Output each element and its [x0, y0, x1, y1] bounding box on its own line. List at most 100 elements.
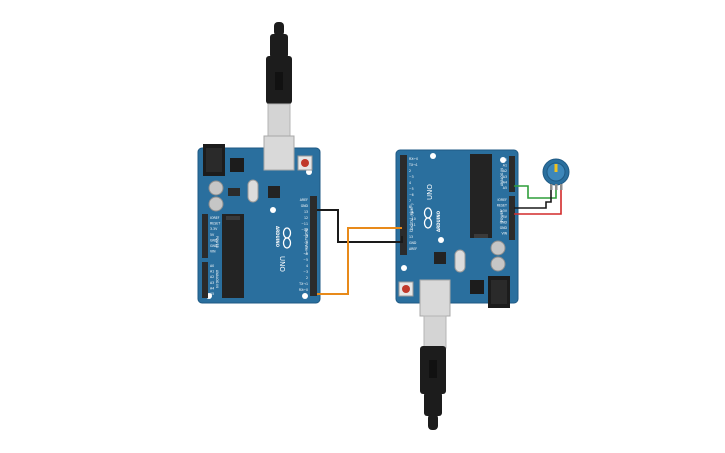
pin-label: RX←0 — [409, 157, 418, 161]
mounting-hole — [430, 153, 436, 159]
model-text: UNO — [426, 184, 434, 200]
wire-green[interactable] — [514, 185, 557, 199]
pin-label: AREF — [409, 247, 417, 251]
usb-cable-bottom[interactable] — [420, 315, 447, 430]
pot-pin — [555, 184, 558, 190]
power-jack-inner — [491, 280, 507, 304]
pin-label: A2 — [210, 275, 214, 279]
crystal-oscillator — [247, 179, 259, 203]
pin-label: VIN — [210, 250, 216, 254]
pin-label: 8 — [306, 240, 308, 244]
atmega-chip — [222, 214, 244, 298]
pin-label: ~3 — [303, 270, 308, 274]
chip-notch — [474, 234, 488, 238]
pin-label: ~10 — [409, 217, 416, 221]
pin-label: A3 — [503, 175, 507, 179]
analog-header — [202, 262, 208, 298]
pin-label: 3.3V — [210, 227, 218, 231]
pin-label: IOREF — [497, 198, 507, 202]
model-text: UNO — [278, 256, 286, 272]
pin-label: ~9 — [303, 234, 308, 238]
mounting-hole — [500, 157, 506, 163]
usb-chip — [268, 186, 280, 198]
arduino-uno-left[interactable]: ARDUINO UNO DIGITAL (PWM~) POWER ANALOG … — [197, 135, 321, 304]
pin-label: ~11 — [301, 222, 308, 226]
pot-pin — [560, 184, 563, 190]
usb-plug-grip — [275, 72, 283, 90]
usb-socket — [419, 279, 451, 317]
pin-label: ~6 — [303, 252, 308, 256]
atmega-chip — [470, 154, 492, 238]
usb-plug-grip — [429, 360, 437, 378]
wire-black-pot[interactable] — [514, 190, 552, 209]
capacitor — [490, 240, 506, 256]
pin-label: A1 — [210, 270, 214, 274]
pin-label: GND — [409, 241, 417, 245]
power-jack-inner — [206, 148, 222, 172]
board-logo — [282, 227, 292, 249]
pin-label: 4 — [409, 181, 411, 185]
analog-header-title: ANALOG IN — [500, 168, 504, 186]
power-header — [202, 214, 208, 258]
icsp-header — [228, 188, 240, 196]
pin-label: A4 — [210, 286, 214, 290]
pot-pin — [550, 184, 553, 190]
pin-label: A5 — [503, 186, 507, 190]
cable-strain-tip — [428, 414, 438, 430]
pin-label: ~5 — [409, 187, 414, 191]
pin-label: 12 — [409, 229, 413, 233]
chip-notch — [226, 216, 240, 220]
wire-black[interactable] — [317, 209, 403, 243]
digital-header-title: DIGITAL (PWM~) — [304, 228, 308, 254]
pin-label: 5V — [503, 215, 508, 219]
power-header-title: POWER — [500, 209, 504, 222]
usb-socket — [263, 135, 295, 171]
wire-orange[interactable] — [317, 227, 402, 295]
pin-label: A0 — [503, 158, 507, 162]
mounting-hole — [302, 293, 308, 299]
pin-label: 2 — [306, 276, 308, 280]
logo-text: ARDUINO — [275, 226, 280, 248]
pin-label: ~9 — [409, 211, 414, 215]
pin-label: A3 — [210, 281, 214, 285]
pin-label: ~3 — [409, 175, 414, 179]
digital-header — [310, 196, 317, 296]
reset-button-cap — [402, 285, 410, 293]
pin-label: 7 — [306, 246, 308, 250]
pin-label: 4 — [306, 264, 308, 268]
digital-header — [400, 155, 407, 255]
pin-label: RESET — [497, 204, 507, 208]
usb-plug-metal — [423, 315, 447, 349]
crystal-oscillator — [454, 249, 466, 273]
power-header — [509, 196, 515, 240]
pin-label: 13 — [304, 210, 308, 214]
pin-label: VIN — [501, 232, 507, 236]
pin-label: 13 — [409, 235, 413, 239]
pin-label: 2 — [409, 169, 411, 173]
usb-chip — [434, 252, 446, 264]
indicator-dot — [438, 237, 444, 243]
cable-strain-relief — [424, 392, 442, 416]
potentiometer[interactable] — [542, 158, 570, 190]
arduino-uno-right[interactable]: ARDUINO UNO DIGITAL (PWM~) POWER ANALOG … — [395, 149, 519, 317]
mounting-hole — [401, 265, 407, 271]
pin-label: A0 — [210, 264, 214, 268]
pin-label: ~6 — [409, 193, 414, 197]
wire-red[interactable] — [514, 190, 562, 215]
pin-label: GND — [210, 238, 218, 242]
pin-label: ~5 — [303, 258, 308, 262]
pin-label: A5 — [210, 292, 214, 296]
pin-label: GND — [500, 220, 508, 224]
usb-cable-top[interactable] — [266, 22, 292, 139]
pin-label: RX←0 — [299, 288, 308, 292]
indicator-dot — [270, 207, 276, 213]
board-logo — [423, 207, 433, 229]
pin-label: ~11 — [409, 223, 416, 227]
logo-text: ARDUINO — [436, 210, 441, 232]
voltage-regulator — [230, 158, 244, 172]
